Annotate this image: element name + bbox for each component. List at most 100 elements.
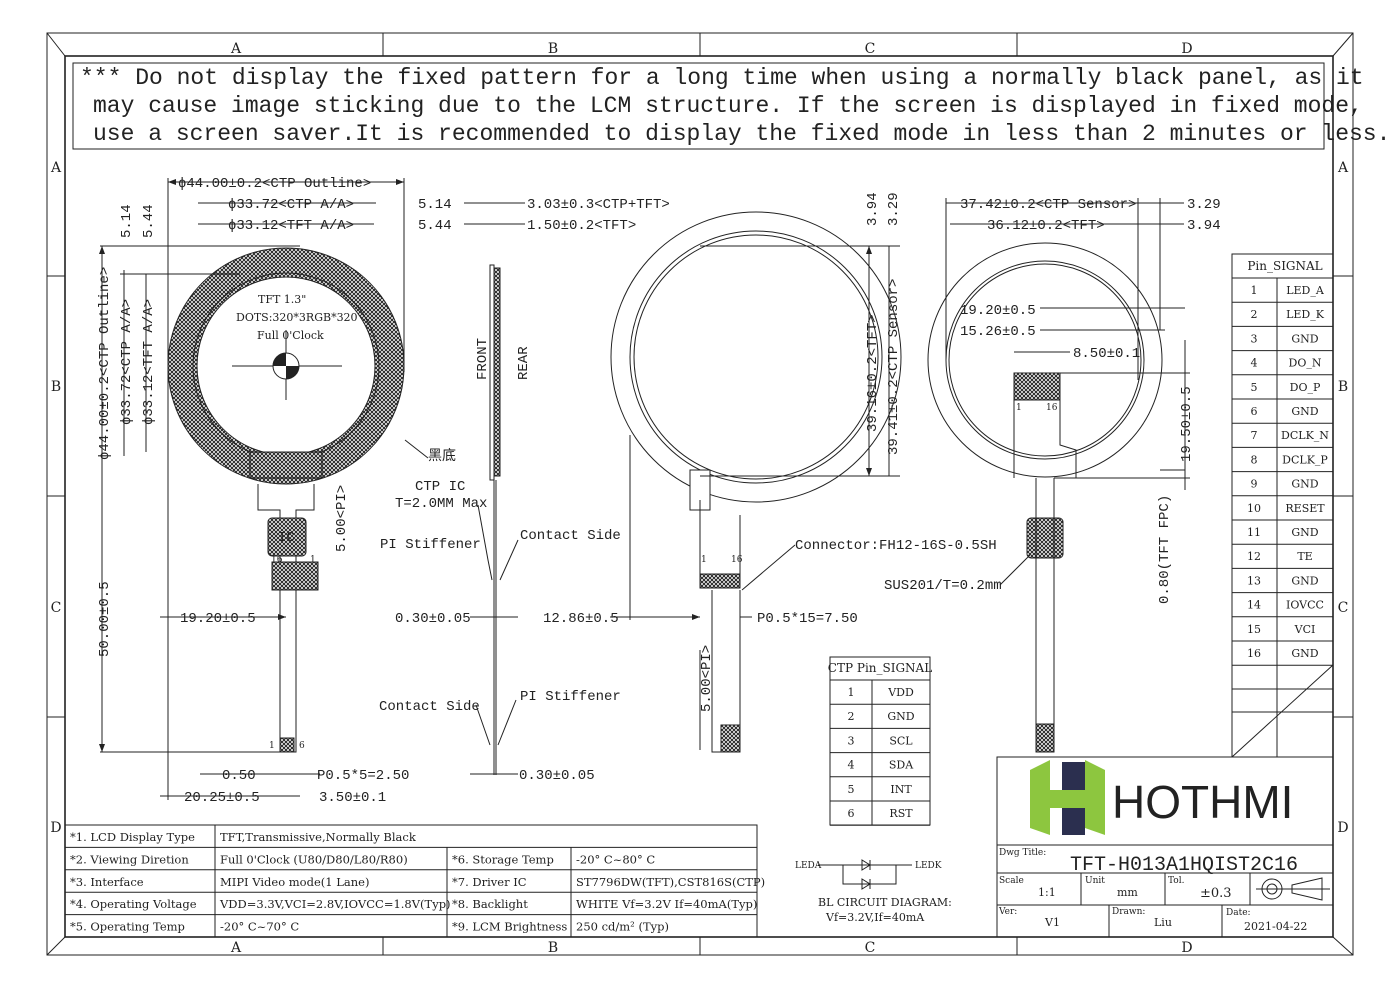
dim-label: P0.5*15=7.50 xyxy=(757,611,858,627)
dim-label: ϕ33.72<CTP A/A> xyxy=(228,197,354,213)
col-label: C xyxy=(865,41,876,57)
ctp-pin-number: 1 xyxy=(848,686,855,699)
tol-label: Tol. xyxy=(1168,876,1185,886)
spec-value: -20° C~80° C xyxy=(576,852,655,866)
dim-label: 5.00<PI> xyxy=(334,485,350,552)
pin-signal: GND xyxy=(1291,647,1318,660)
ctp-pin-signal: SCL xyxy=(889,734,913,747)
ctp-ic-label: CTP IC xyxy=(415,479,465,495)
ctp-pin-number: 6 xyxy=(848,807,855,820)
notice-line: use a screen saver.It is recommended to … xyxy=(93,121,1390,147)
pin-mark: 16 xyxy=(271,555,283,565)
pin-signal: GND xyxy=(1291,526,1318,539)
dim-label: 0.30±0.05 xyxy=(395,611,471,627)
tol-value: ±0.3 xyxy=(1200,886,1232,901)
spec-label: *5. Operating Temp xyxy=(70,920,185,934)
pin-mark: 16 xyxy=(1046,403,1058,413)
spec-value: WHITE Vf=3.2V If=40mA(Typ) xyxy=(576,897,757,911)
scale-value: 1:1 xyxy=(1038,886,1056,899)
pin-number: 15 xyxy=(1247,623,1261,636)
dim-label: 39.41±0.2<CTP Sensor> xyxy=(886,279,902,455)
pin-mark: 1 xyxy=(310,555,316,565)
dim-label: 5.14 xyxy=(418,197,452,213)
unit-label: Unit xyxy=(1085,876,1105,886)
spec-label: *6. Storage Temp xyxy=(452,852,554,866)
black-border-label: 黑底 xyxy=(428,448,456,465)
spec-value: TFT,Transmissive,Normally Black xyxy=(220,830,417,844)
pin-mark: 1 xyxy=(701,555,707,565)
contact-side-label: Contact Side xyxy=(520,528,621,544)
ctp-table-header: CTP Pin_SIGNAL xyxy=(828,661,932,675)
date-value: 2021-04-22 xyxy=(1244,920,1307,933)
logo-text: HOTHMI xyxy=(1112,776,1293,828)
spec-label: *7. Driver IC xyxy=(452,875,527,889)
dim-label: 37.42±0.2<CTP Sensor> xyxy=(960,197,1136,213)
spec-label: *2. Viewing Diretion xyxy=(70,852,189,866)
spec-value: VDD=3.3V,VCI=2.8V,IOVCC=1.8V(Typ) xyxy=(219,897,451,911)
dwg-title: TFT-H013A1HQIST2C16 xyxy=(1070,854,1298,877)
viewing-label: Full 0'Clock xyxy=(257,329,324,342)
pin-signal: DCLK_P xyxy=(1282,453,1328,466)
pin-mark: 1 xyxy=(269,741,275,751)
spec-value: ST7796DW(TFT),CST816S(CTP) xyxy=(576,875,765,889)
pin-signal: LED_K xyxy=(1286,308,1325,321)
pin-number: 11 xyxy=(1247,526,1261,539)
dim-label: 5.44 xyxy=(418,218,452,234)
bl-circuit-spec: Vf=3.2V,If=40mA xyxy=(825,911,925,924)
ctp-pin-signal: VDD xyxy=(887,686,914,699)
spec-table: *1. LCD Display Type TFT,Transmissive,Nor… xyxy=(64,824,765,938)
dim-label: P0.5*5=2.50 xyxy=(317,768,409,784)
dim-label: ϕ44.00±0.2<CTP Outline> xyxy=(97,267,113,460)
spec-value: Full 0'Clock (U80/D80/L80/R80) xyxy=(220,852,408,866)
spec-label: *1. LCD Display Type xyxy=(70,830,195,844)
spec-label: *9. LCM Brightness xyxy=(452,920,567,934)
dim-label: ϕ33.72<CTP A/A> xyxy=(119,299,135,425)
dim-label: 5.14 xyxy=(119,204,135,238)
drawn-value: Liu xyxy=(1154,916,1172,929)
pin-number: 12 xyxy=(1247,550,1261,563)
dim-label: 0.80(TFT FPC) xyxy=(1157,495,1173,604)
unit-value: mm xyxy=(1117,886,1138,899)
dim-label: 3.03±0.3<CTP+TFT> xyxy=(527,197,670,213)
dim-label: 3.94 xyxy=(865,192,881,226)
pin-mark: 6 xyxy=(299,741,305,751)
ctp-pin-signal: INT xyxy=(890,783,912,796)
pin-number: 2 xyxy=(1251,308,1258,321)
row-label: B xyxy=(51,379,61,395)
row-label: A xyxy=(50,160,62,176)
pin-signal: VCI xyxy=(1294,623,1316,636)
spec-value: -20° C~70° C xyxy=(220,920,299,934)
dim-label: 3.50±0.1 xyxy=(319,790,386,806)
ctp-pin-number: 5 xyxy=(848,783,855,796)
ctp-pin-number: 3 xyxy=(848,734,855,747)
pin-mark: 1 xyxy=(1016,403,1022,413)
col-label: D xyxy=(1181,41,1192,57)
back-view xyxy=(927,198,1190,753)
pin-signal: LED_A xyxy=(1286,284,1325,297)
hothmi-logo: HOTHMI xyxy=(1030,760,1293,835)
bl-circuit-title: BL CIRCUIT DIAGRAM: xyxy=(818,896,952,909)
col-label: B xyxy=(548,940,558,956)
ctp-ic-thickness: T=2.0MM Max xyxy=(395,496,487,512)
row-label: D xyxy=(50,820,61,836)
dimension-labels: ϕ44.00±0.2<CTP Outline> ϕ33.72<CTP A/A> … xyxy=(97,176,1221,806)
leda-label: LEDA xyxy=(795,861,822,871)
dim-label: ϕ33.12<TFT A/A> xyxy=(228,218,354,234)
row-label: B xyxy=(1338,379,1348,395)
pin-signal: RESET xyxy=(1285,502,1325,515)
front-view xyxy=(99,178,429,800)
drawn-label: Drawn: xyxy=(1112,907,1145,917)
col-label: D xyxy=(1181,940,1192,956)
spec-label: *4. Operating Voltage xyxy=(70,897,197,911)
dim-label: 19.50±0.5 xyxy=(1179,386,1195,462)
ledk-label: LEDK xyxy=(915,861,942,871)
panel-size-label: TFT 1.3" xyxy=(258,293,306,306)
ctp-pin-signal: RST xyxy=(889,807,913,820)
dim-label: 12.86±0.5 xyxy=(543,611,619,627)
projection-symbol-icon xyxy=(1256,877,1330,901)
dim-label: 15.26±0.5 xyxy=(960,324,1036,340)
dim-label: ϕ33.12<TFT A/A> xyxy=(141,299,157,425)
notice-box: *** Do not display the fixed pattern for… xyxy=(72,62,1390,150)
